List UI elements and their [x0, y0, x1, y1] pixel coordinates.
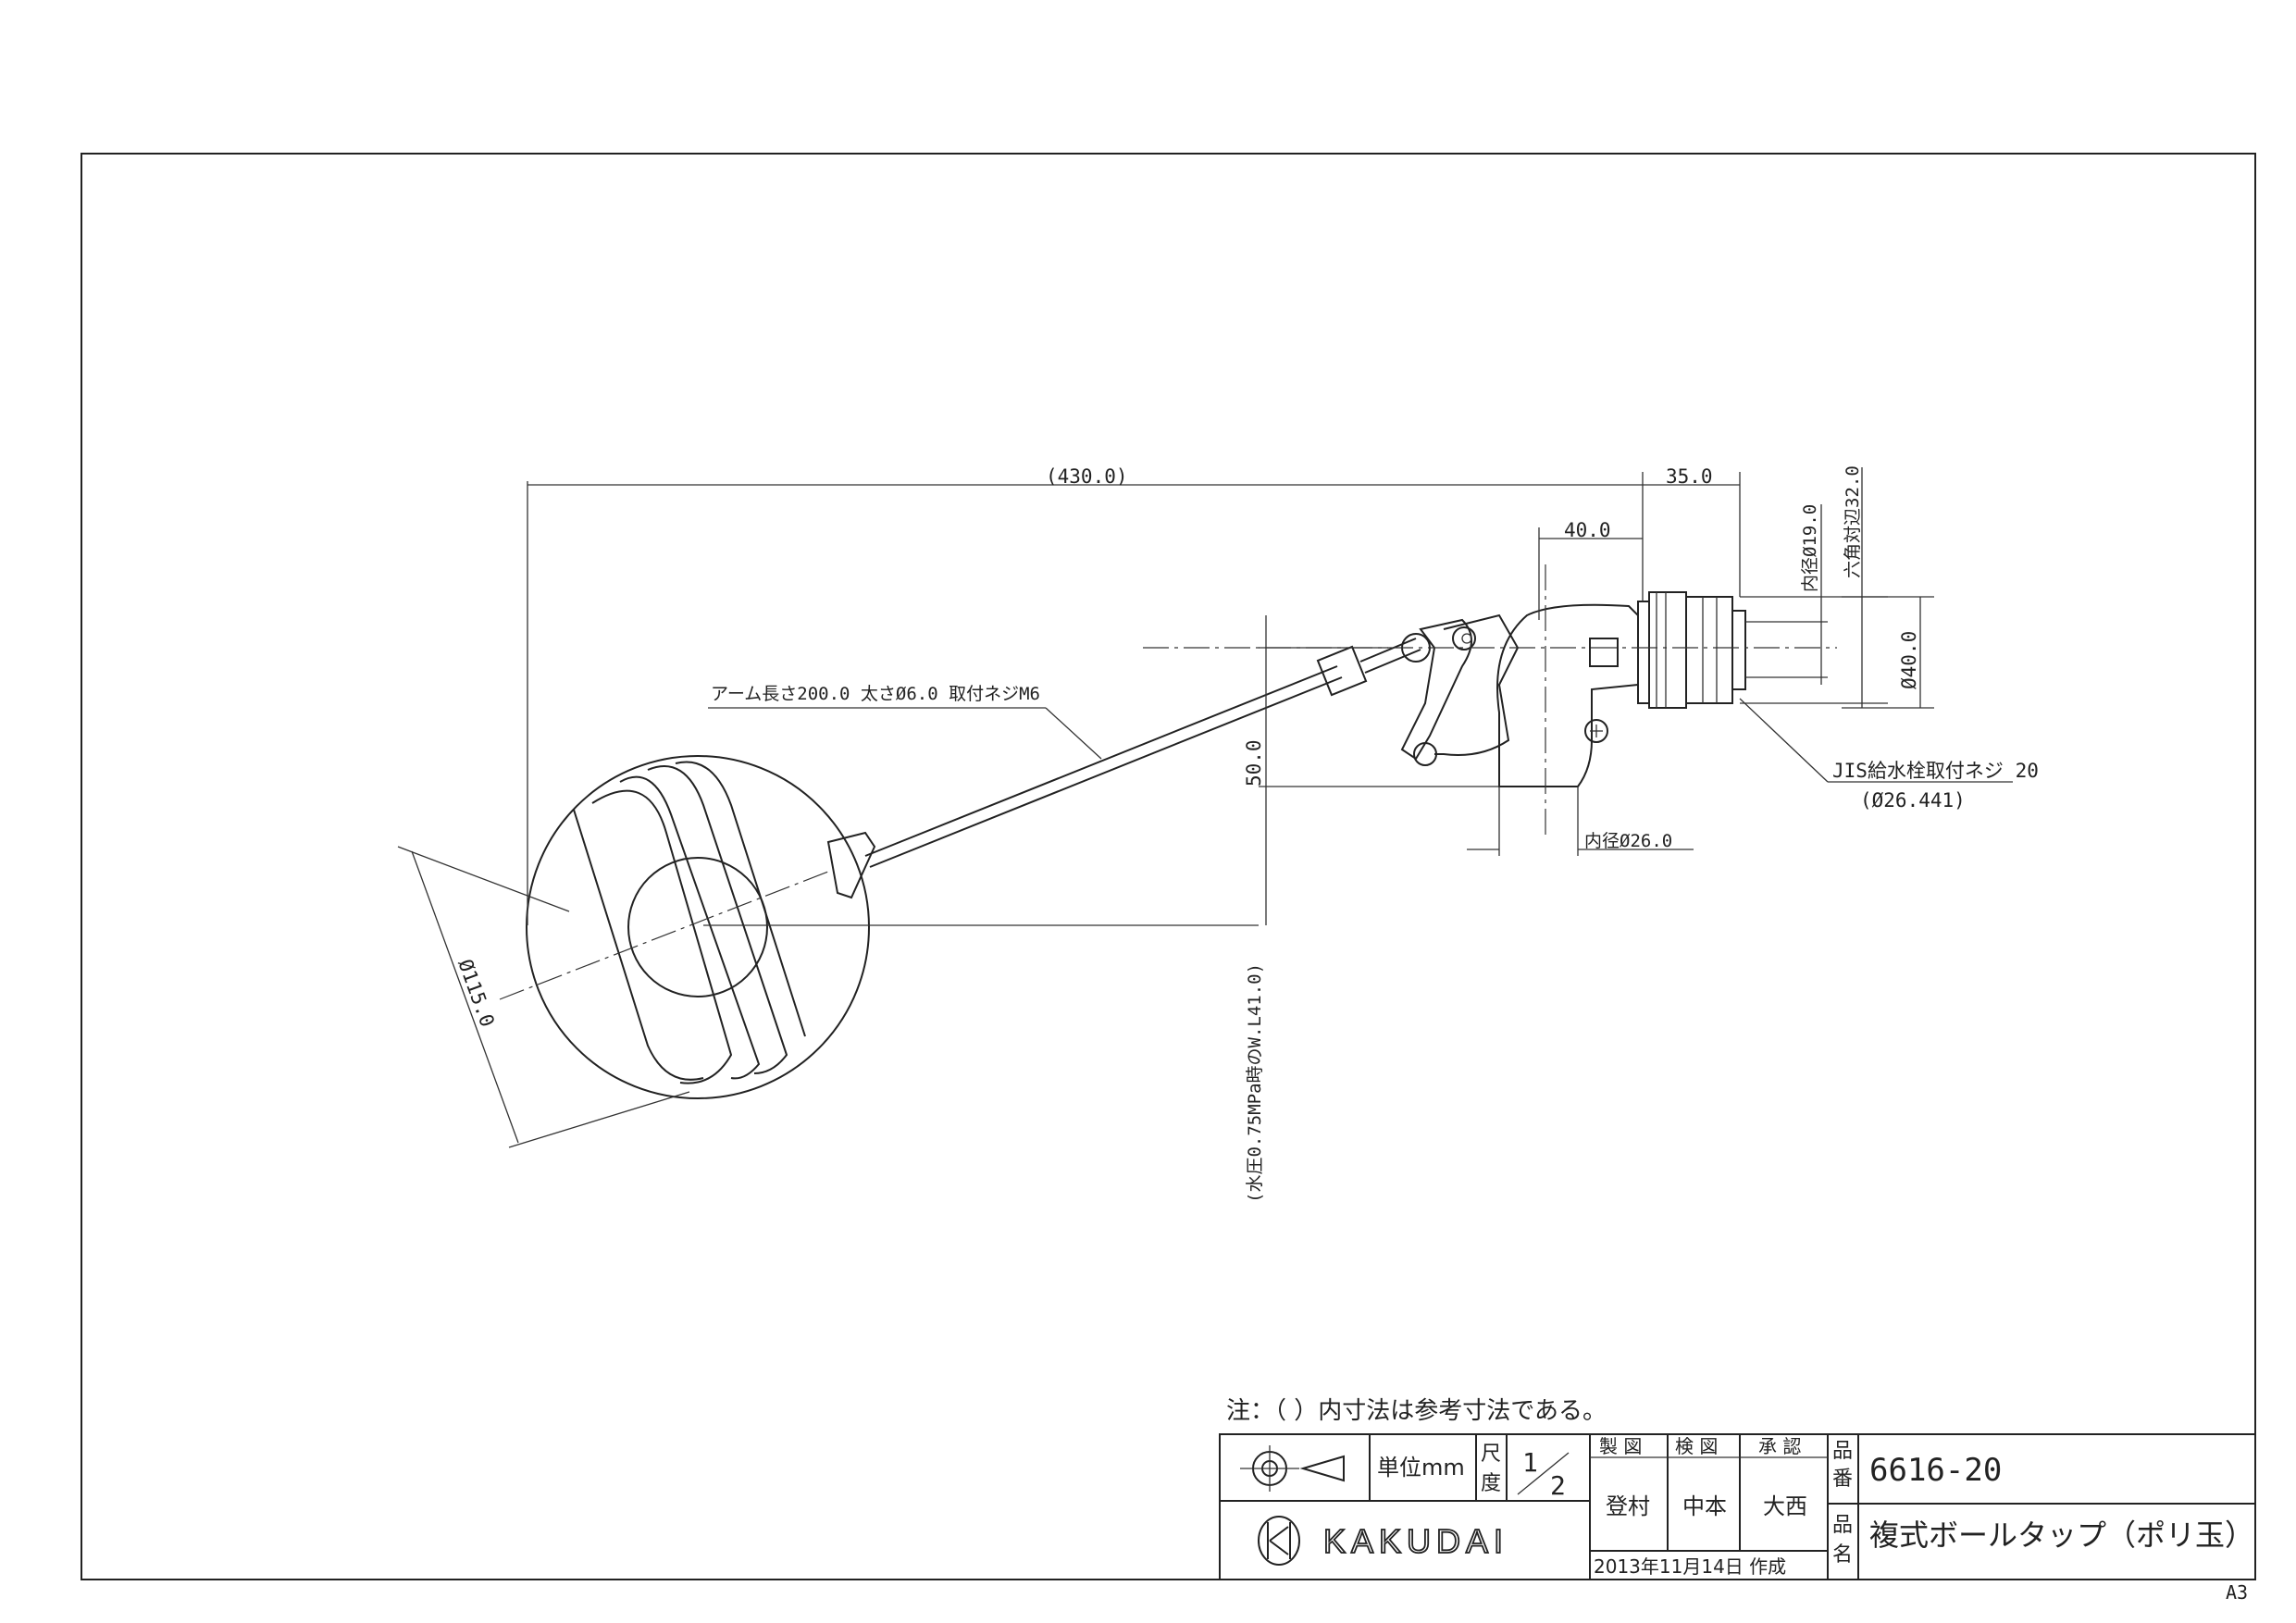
part-no-label-2: 番 [1832, 1468, 1853, 1491]
part-number: 6616-20 [1869, 1452, 2002, 1489]
reference-note: 注：（ ）内寸法は参考寸法である。 [1226, 1397, 1607, 1425]
part-name: 複式ボールタップ（ポリ玉） [1869, 1518, 2254, 1553]
dim-height-50: 50.0 [1243, 739, 1265, 787]
dim-hex-32: 六角対辺32.0 [1843, 465, 1863, 578]
scale-label-2: 度 [1481, 1472, 1501, 1495]
dim-ball-dia: Ø115.0 [453, 957, 498, 1030]
dim-dia-40: Ø40.0 [1898, 631, 1920, 689]
checked-label: 検 図 [1675, 1435, 1718, 1457]
dim-body-offset: 40.0 [1564, 519, 1611, 541]
drawn-by: 登村 [1606, 1493, 1650, 1519]
date-created: 2013年11月14日 作成 [1594, 1555, 1786, 1578]
part-no-label-1: 品 [1832, 1440, 1853, 1463]
valve-body [1400, 591, 1828, 787]
kakudai-logo: KAKUDAI [1258, 1516, 1508, 1566]
dim-inner-dia-19: 内径Ø19.0 [1800, 504, 1820, 592]
jis-dia-label: (Ø26.441) [1860, 789, 1966, 812]
scale-numerator: 1 [1522, 1447, 1538, 1478]
dim-arm-to-body: 35.0 [1666, 465, 1713, 488]
projection-symbol-icon [1240, 1445, 1345, 1492]
drawn-label: 製 図 [1599, 1435, 1642, 1457]
checked-by: 中本 [1682, 1493, 1727, 1519]
float-ball [526, 755, 876, 1099]
approved-label: 承 認 [1758, 1435, 1801, 1457]
arm-spec-label: アーム長さ200.0 太さØ6.0 取付ネジM6 [711, 684, 1040, 704]
scale-denominator: 2 [1550, 1470, 1566, 1501]
svg-text:KAKUDAI: KAKUDAI [1323, 1522, 1508, 1560]
unit-label: 単位mm [1377, 1455, 1465, 1481]
sheet-size: A3 [2226, 1581, 2248, 1604]
title-block: KAKUDAI [1219, 1433, 2256, 1580]
part-name-label-1: 品 [1832, 1514, 1853, 1537]
sheet-border [81, 153, 2256, 1580]
scale-label-1: 尺 [1481, 1443, 1501, 1466]
float-arm [864, 638, 1421, 868]
part-name-label-2: 名 [1832, 1543, 1853, 1567]
approved-by: 大西 [1763, 1493, 1807, 1519]
dim-overall-length: (430.0) [1046, 465, 1128, 488]
dim-inner-dia-26: 内径Ø26.0 [1584, 831, 1672, 851]
jis-thread-label: JIS給水栓取付ネジ 20 [1832, 760, 2039, 782]
dimension-lines [397, 467, 2013, 1148]
dim-water-level: (水圧0.75MPa時のW.L41.0) [1245, 963, 1265, 1203]
